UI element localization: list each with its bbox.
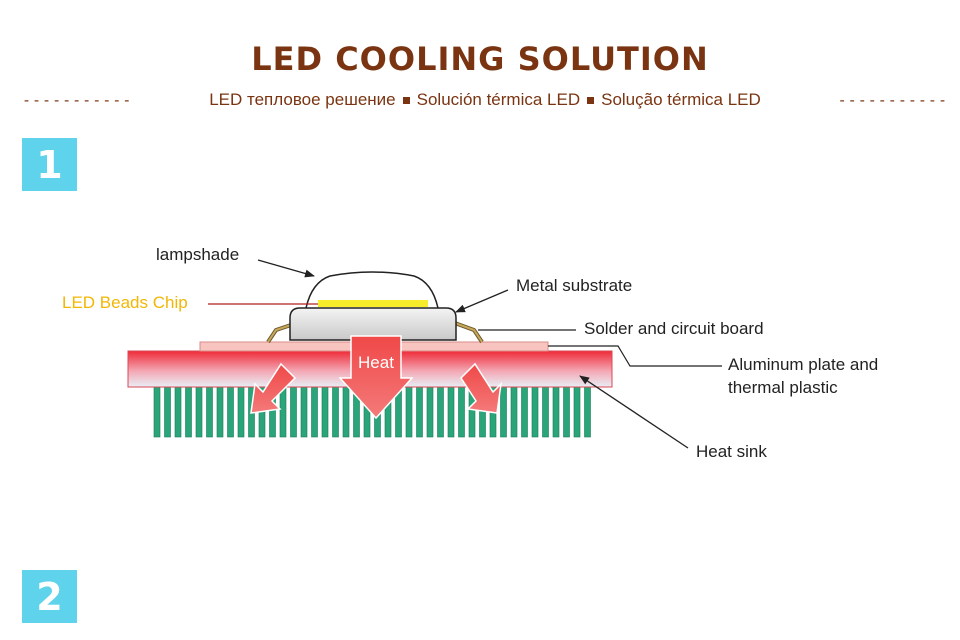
- label-metal-substrate: Metal substrate: [516, 276, 632, 295]
- heat-sink-fin: [447, 386, 455, 438]
- label-heat-sink: Heat sink: [696, 442, 767, 461]
- subtitle-russian: LED тепловое решение: [209, 90, 396, 109]
- label-led-chip: LED Beads Chip: [62, 293, 188, 312]
- heat-label: Heat: [358, 353, 394, 372]
- leader-heat-sink: [579, 375, 689, 449]
- heat-sink-fin: [584, 386, 591, 438]
- heat-sink-fin: [563, 386, 570, 438]
- label-lampshade: lampshade: [156, 245, 239, 264]
- heat-sink-fin: [510, 386, 518, 438]
- heat-sink-fin: [405, 386, 413, 438]
- leader-metal-substrate: [455, 289, 509, 313]
- page-title: LED COOLING SOLUTION: [251, 40, 709, 78]
- heat-sink-fin: [300, 386, 308, 438]
- square-bullet-icon: [587, 96, 595, 104]
- heat-sink-fin: [552, 386, 560, 438]
- heat-arrow-left: [250, 362, 297, 414]
- heat-sink-fin: [416, 386, 423, 438]
- heat-sink-fin: [164, 386, 171, 438]
- heat-sink-fin: [437, 386, 444, 438]
- heat-sink-fin: [573, 386, 581, 438]
- subtitle-row: ----------- LED тепловое решение Solució…: [22, 88, 948, 112]
- heat-sink-fin: [458, 386, 465, 438]
- step-badge-1: 1: [22, 138, 77, 191]
- subtitle-spanish: Solución térmica LED: [416, 90, 581, 109]
- subtitle-group: LED тепловое решение Solución térmica LE…: [209, 90, 761, 110]
- label-aluminum-line1: Aluminum plate and: [728, 355, 878, 374]
- step-badge-2: 2: [22, 570, 77, 623]
- heat-sink-fin: [237, 386, 245, 438]
- heat-sink-fin: [500, 386, 507, 438]
- heat-sink-fin: [153, 386, 161, 438]
- heat-sink-fin: [216, 386, 224, 438]
- lampshade: [305, 271, 439, 309]
- heat-sink-fin: [290, 386, 297, 438]
- heat-sink-fin: [531, 386, 539, 438]
- heat-sink-fin: [206, 386, 213, 438]
- heat-arrow-down: [338, 335, 414, 420]
- leader-lampshade: [257, 259, 315, 278]
- heat-sink-fin: [332, 386, 339, 438]
- heat-sink-fin: [279, 386, 287, 438]
- label-solder-board: Solder and circuit board: [584, 319, 764, 338]
- heat-sink-fin: [426, 386, 434, 438]
- dashes-right: -----------: [837, 91, 948, 109]
- led-beads-chip: [318, 300, 428, 307]
- subtitle-portuguese: Solução térmica LED: [601, 90, 761, 109]
- heat-sink-fin: [521, 386, 528, 438]
- heat-sink-fin: [227, 386, 234, 438]
- heat-arrow-right: [460, 362, 503, 414]
- heat-sink-fin: [195, 386, 203, 438]
- square-bullet-icon: [402, 96, 410, 104]
- heat-sink-fin: [185, 386, 192, 438]
- dashes-left: -----------: [22, 91, 133, 109]
- leader-aluminum-plate: [548, 345, 722, 367]
- heat-sink-fin: [542, 386, 549, 438]
- heat-sink-fin: [321, 386, 329, 438]
- metal-substrate: [289, 307, 457, 341]
- heat-sink-fin: [174, 386, 182, 438]
- label-aluminum-line2: thermal plastic: [728, 378, 838, 397]
- heat-sink-fin: [311, 386, 318, 438]
- heat-sink-fin: [342, 386, 350, 438]
